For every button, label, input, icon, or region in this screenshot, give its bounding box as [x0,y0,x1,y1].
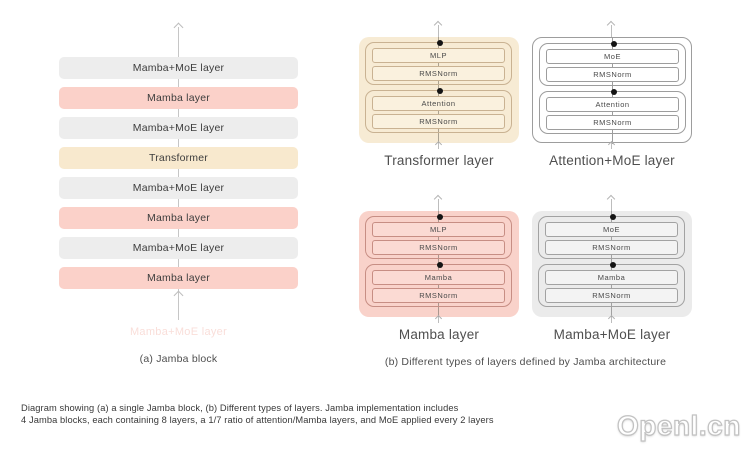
jamba-row-2: Mamba layer [59,87,298,109]
jamba-row-1: Mamba+MoE layer [59,57,298,79]
residual-group: Attention RMSNorm [365,88,512,133]
diagram-title: Transformer layer [384,153,494,168]
inner-box: RMSNorm [372,114,505,129]
residual-group: MoE RMSNorm [539,41,686,86]
figure-description-line2: 4 Jamba blocks, each containing 8 layers… [21,414,494,425]
arrow-up-icon [434,314,442,323]
arrow-up-icon [607,314,615,323]
diagram-attention-moe-layer: MoE RMSNorm Attention RMSNorm Attention+… [532,20,692,168]
inner-box: RMSNorm [372,288,505,303]
jamba-row-6: Mamba layer [59,207,298,229]
flow-line [611,317,612,323]
inner-box: RMSNorm [372,240,505,255]
inner-box: Mamba [545,270,678,285]
flow-line [438,25,439,37]
faded-row-label: Mamba+MoE layer [129,326,228,338]
inner-box: Mamba [372,270,505,285]
arrow-up-icon [173,290,184,301]
flow-line [611,199,612,211]
residual-group: MoE RMSNorm [538,214,685,259]
diagram-title: Mamba+MoE layer [553,327,671,342]
residual-group: Mamba RMSNorm [365,262,512,307]
inner-box: MoE [545,222,678,237]
watermark-logo: Openl.cn [616,409,741,441]
jamba-row-7: Mamba+MoE layer [59,237,298,259]
flow-line [438,317,439,323]
residual-junction-dot [436,88,443,94]
residual-junction-dot [609,262,616,268]
inner-box: MoE [546,49,679,64]
flow-line [178,27,179,320]
diagram-mamba-moe-layer: MoE RMSNorm Mamba RMSNorm Mamba+MoE laye… [532,194,692,342]
inner-box: RMSNorm [372,66,505,81]
residual-group: MLP RMSNorm [365,214,512,259]
residual-junction-dot [436,262,443,268]
flow-line [611,143,612,149]
flow-line [438,143,439,149]
diagram-title: Attention+MoE layer [549,153,675,168]
arrow-up-icon [173,22,184,33]
inner-box: MLP [372,48,505,63]
residual-group: Mamba RMSNorm [538,262,685,307]
residual-junction-dot [436,40,443,46]
residual-group: MLP RMSNorm [365,40,512,85]
caption-b: (b) Different types of layers defined by… [384,356,667,368]
flow-line [611,25,612,37]
inner-box: RMSNorm [546,67,679,82]
inner-box: MLP [372,222,505,237]
flow-line [438,199,439,211]
residual-junction-dot [609,214,616,220]
diagram-title: Mamba layer [398,327,480,342]
arrow-up-icon [434,140,442,149]
caption-a: (a) Jamba block [139,353,218,365]
jamba-row-5: Mamba+MoE layer [59,177,298,199]
residual-junction-dot [610,89,617,95]
residual-group: Attention RMSNorm [539,89,686,134]
diagram-mamba-layer: MLP RMSNorm Mamba RMSNorm Mamba layer [359,194,519,342]
layer-container: MLP RMSNorm Attention RMSNorm [359,37,519,143]
layer-container: MoE RMSNorm Attention RMSNorm [532,37,692,144]
inner-box: RMSNorm [546,115,679,130]
arrow-up-icon [607,140,615,149]
inner-box: RMSNorm [545,288,678,303]
figure-description-line1: Diagram showing (a) a single Jamba block… [21,403,459,413]
figure-description: Diagram showing (a) a single Jamba block… [21,403,494,426]
residual-junction-dot [436,214,443,220]
inner-box: Attention [546,97,679,112]
residual-junction-dot [610,41,617,47]
layer-container: MoE RMSNorm Mamba RMSNorm [532,211,692,317]
diagram-transformer-layer: MLP RMSNorm Attention RMSNorm Transforme… [359,20,519,168]
jamba-row-3: Mamba+MoE layer [59,117,298,139]
jamba-row-8: Mamba layer [59,267,298,289]
inner-box: RMSNorm [545,240,678,255]
jamba-row-4: Transformer [59,147,298,169]
inner-box: Attention [372,96,505,111]
layer-container: MLP RMSNorm Mamba RMSNorm [359,211,519,317]
